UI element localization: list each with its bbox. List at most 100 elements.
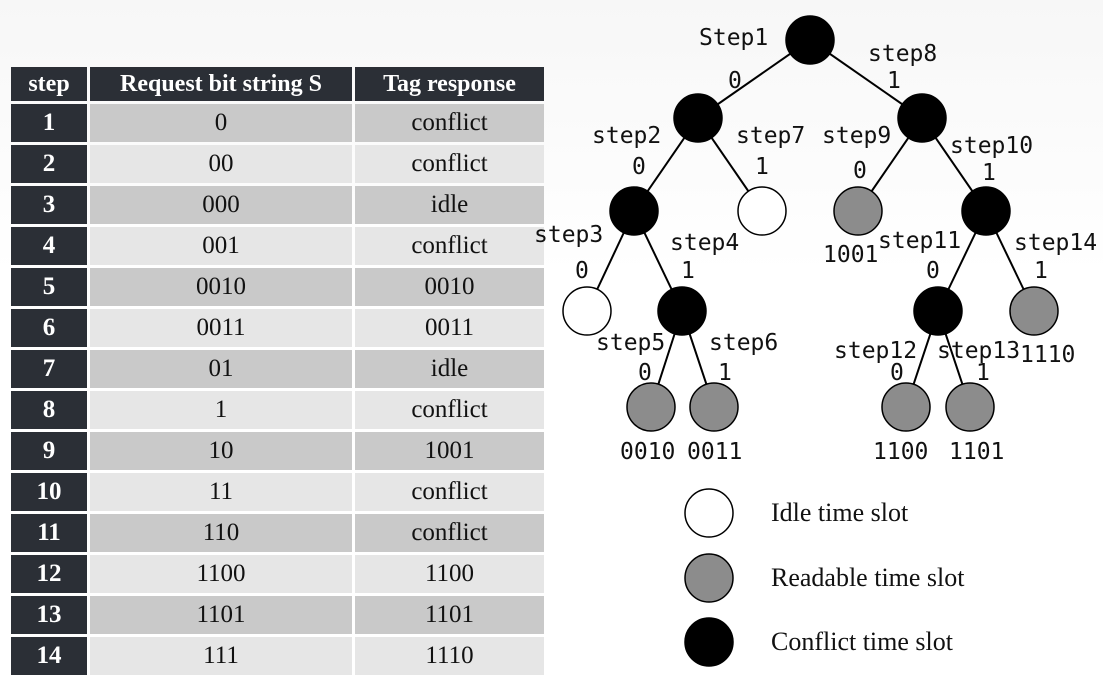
step-cell: 9 [11, 432, 87, 470]
leaf-labels: 1001 1110 0 0 1 0 0011 1100 1101 [620, 242, 1075, 465]
request-cell: 11 [90, 473, 352, 511]
node-root [785, 15, 835, 65]
node-n0 [673, 93, 723, 143]
response-cell: 0010 [355, 268, 544, 306]
leaf-label-0011: 0011 [687, 439, 742, 465]
step-cell: 7 [11, 350, 87, 388]
leaf-label-1101: 1101 [949, 439, 1004, 465]
step-cell: 6 [11, 309, 87, 347]
request-cell: 0011 [90, 309, 352, 347]
step-label-2: step2 [592, 123, 661, 149]
request-cell: 001 [90, 227, 352, 265]
edge-labels: 0 1 0 1 0 1 0 1 0 1 0 1 0 1 [575, 68, 1048, 386]
step-label-4: step4 [670, 230, 739, 256]
node-n001 [657, 286, 707, 336]
request-cell: 01 [90, 350, 352, 388]
request-cell: 00 [90, 145, 352, 183]
edge-label-root-1: 1 [887, 68, 901, 94]
response-cell: conflict [355, 145, 544, 183]
leaf-label-1100: 1100 [873, 439, 928, 465]
node-n00 [609, 186, 659, 236]
header-response: Tag response [355, 67, 544, 101]
step-label-1: Step1 [699, 25, 768, 51]
request-cell: 10 [90, 432, 352, 470]
step-cell: 10 [11, 473, 87, 511]
tree-nodes [562, 15, 1059, 432]
response-cell: conflict [355, 473, 544, 511]
node-n1 [897, 93, 947, 143]
step-label-12: step12 [834, 338, 917, 364]
step-label-13: step13 [937, 338, 1020, 364]
step-table: step Request bit string S Tag response 1… [8, 64, 547, 678]
node-n111 [1009, 286, 1059, 336]
step-label-5: step5 [596, 330, 665, 356]
request-cell: 110 [90, 514, 352, 552]
response-cell: idle [355, 350, 544, 388]
step-label-11: step11 [878, 228, 961, 254]
step-label-6: step6 [709, 330, 778, 356]
edge-label-n1-1: 1 [982, 160, 996, 186]
edge-label-n1-0: 0 [853, 158, 867, 184]
edge-label-n11-1: 1 [1034, 258, 1048, 284]
step-cell: 3 [11, 186, 87, 224]
node-n10 [833, 186, 883, 236]
response-cell: conflict [355, 104, 544, 142]
node-n01 [737, 186, 787, 236]
step-cell: 4 [11, 227, 87, 265]
table-header-row: step Request bit string S Tag response [11, 67, 544, 101]
leaf-label-1001: 1001 [823, 242, 878, 268]
step-label-14: step14 [1014, 230, 1097, 256]
edge-label-n110-0: 0 [890, 360, 904, 386]
edge-label-n11-0: 0 [926, 258, 940, 284]
response-cell: conflict [355, 227, 544, 265]
legend-idle-swatch [684, 488, 734, 538]
request-cell: 0010 [90, 268, 352, 306]
step-cell: 11 [11, 514, 87, 552]
header-step: step [11, 67, 87, 101]
response-cell: 1100 [355, 555, 544, 593]
response-cell: 1110 [355, 637, 544, 675]
legend-readable-label: Readable time slot [771, 563, 965, 592]
request-cell: 000 [90, 186, 352, 224]
step-label-8: step8 [868, 41, 937, 67]
request-cell: 1100 [90, 555, 352, 593]
leaf-label-1110: 1110 [1020, 342, 1075, 368]
step-cell: 5 [11, 268, 87, 306]
step-table-container: step Request bit string S Tag response 1… [8, 64, 547, 678]
node-n000 [562, 286, 612, 336]
response-cell: 1101 [355, 596, 544, 634]
edge-label-n001-0: 0 [638, 360, 652, 386]
step-cell: 12 [11, 555, 87, 593]
step-label-7: step7 [736, 123, 805, 149]
node-n110 [913, 286, 963, 336]
request-cell: 1 [90, 391, 352, 429]
request-cell: 1101 [90, 596, 352, 634]
request-cell: 0 [90, 104, 352, 142]
legend-conflict-label: Conflict time slot [771, 627, 954, 656]
step-labels: Step1 step2 step3 step4 step5 step6 step… [534, 25, 1097, 364]
header-request: Request bit string S [90, 67, 352, 101]
edge-label-n0-1: 1 [755, 154, 769, 180]
response-cell: 1001 [355, 432, 544, 470]
response-cell: 0011 [355, 309, 544, 347]
node-n0010 [626, 382, 676, 432]
edge-label-root-0: 0 [728, 68, 742, 94]
node-n11 [961, 186, 1011, 236]
step-label-9: step9 [822, 123, 891, 149]
node-n0011 [689, 382, 739, 432]
step-label-10: step10 [950, 133, 1033, 159]
response-cell: conflict [355, 514, 544, 552]
legend-readable-swatch [684, 553, 734, 603]
